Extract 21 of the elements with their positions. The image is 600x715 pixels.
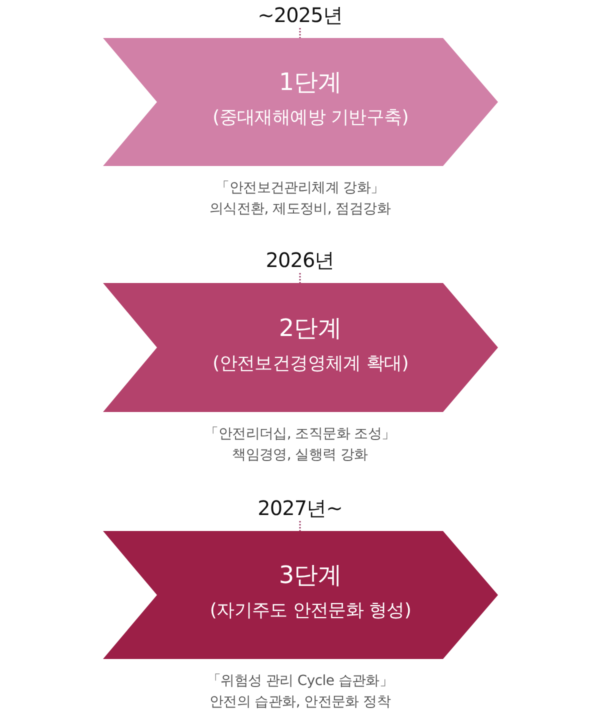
step-title: 3단계 [278, 560, 342, 590]
year-label: 2027년~ [258, 496, 342, 520]
step-heading: 「안전보건관리체계 강화」 [214, 179, 386, 198]
leader-line [299, 273, 301, 283]
leader-line [299, 521, 301, 531]
chevron-step [103, 531, 498, 659]
step-subtitle: (중대재해예방 기반구축) [212, 106, 408, 130]
chevron-step [103, 283, 498, 412]
year-label: ~2025년 [258, 2, 342, 26]
step-subtitle: (자기주도 안전문화 형성) [210, 599, 412, 623]
year-label: 2026년 [266, 248, 334, 272]
step-description: 의식전환, 제도정비, 점검강화 [208, 200, 392, 219]
step-title: 1단계 [278, 67, 342, 97]
step-title: 2단계 [278, 312, 342, 342]
step-subtitle: (안전보건경영체계 확대) [212, 352, 408, 376]
step-description: 안전의 습관화, 안전문화 정착 [208, 693, 392, 712]
chevron-step [103, 38, 498, 166]
step-heading: 「위험성 관리 Cycle 습관화」 [206, 672, 394, 691]
step-heading: 「안전리더십, 조직문화 조성」 [204, 425, 396, 444]
step-description: 책임경영, 실행력 강화 [231, 446, 369, 465]
leader-line [299, 28, 301, 38]
